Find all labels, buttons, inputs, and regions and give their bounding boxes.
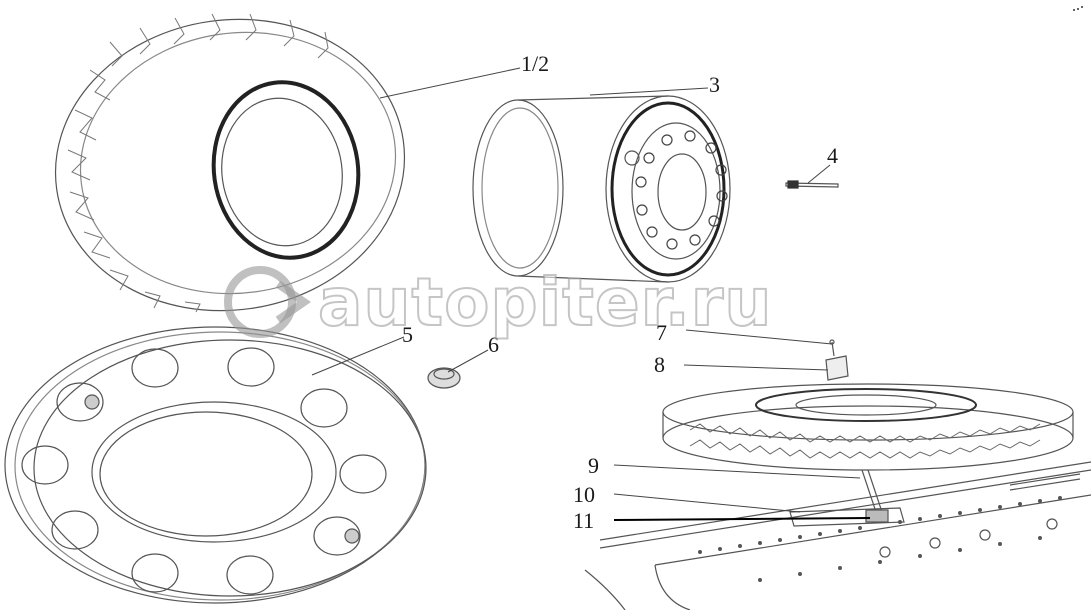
leader-lines	[311, 67, 871, 521]
callout-5: 5	[402, 322, 413, 347]
callout-7: 7	[656, 320, 667, 345]
callout-3: 3	[709, 72, 720, 97]
bracket-part	[825, 339, 849, 381]
callout-10: 10	[573, 482, 595, 507]
watermark: autopiter.ru	[220, 262, 880, 342]
callout-4: 4	[827, 143, 838, 168]
callout-8: 8	[654, 352, 665, 377]
callout-11: 11	[573, 508, 595, 533]
nut-cap-part	[427, 367, 461, 389]
callout-1-2: 1/2	[521, 51, 550, 76]
callout-9: 9	[588, 453, 599, 478]
a-arrow-logo-icon	[224, 266, 312, 338]
carrier-part	[789, 469, 905, 527]
spare-tire-part	[662, 383, 1074, 471]
corner-marks	[1073, 6, 1083, 11]
frame-rail-part	[584, 461, 1091, 611]
wheel-rim-part	[472, 95, 731, 283]
watermark-text: autopiter.ru	[317, 263, 773, 342]
valve-part	[785, 180, 839, 189]
callout-6: 6	[488, 332, 499, 357]
tire-part	[54, 13, 406, 313]
wheel-cover-part	[4, 326, 427, 604]
